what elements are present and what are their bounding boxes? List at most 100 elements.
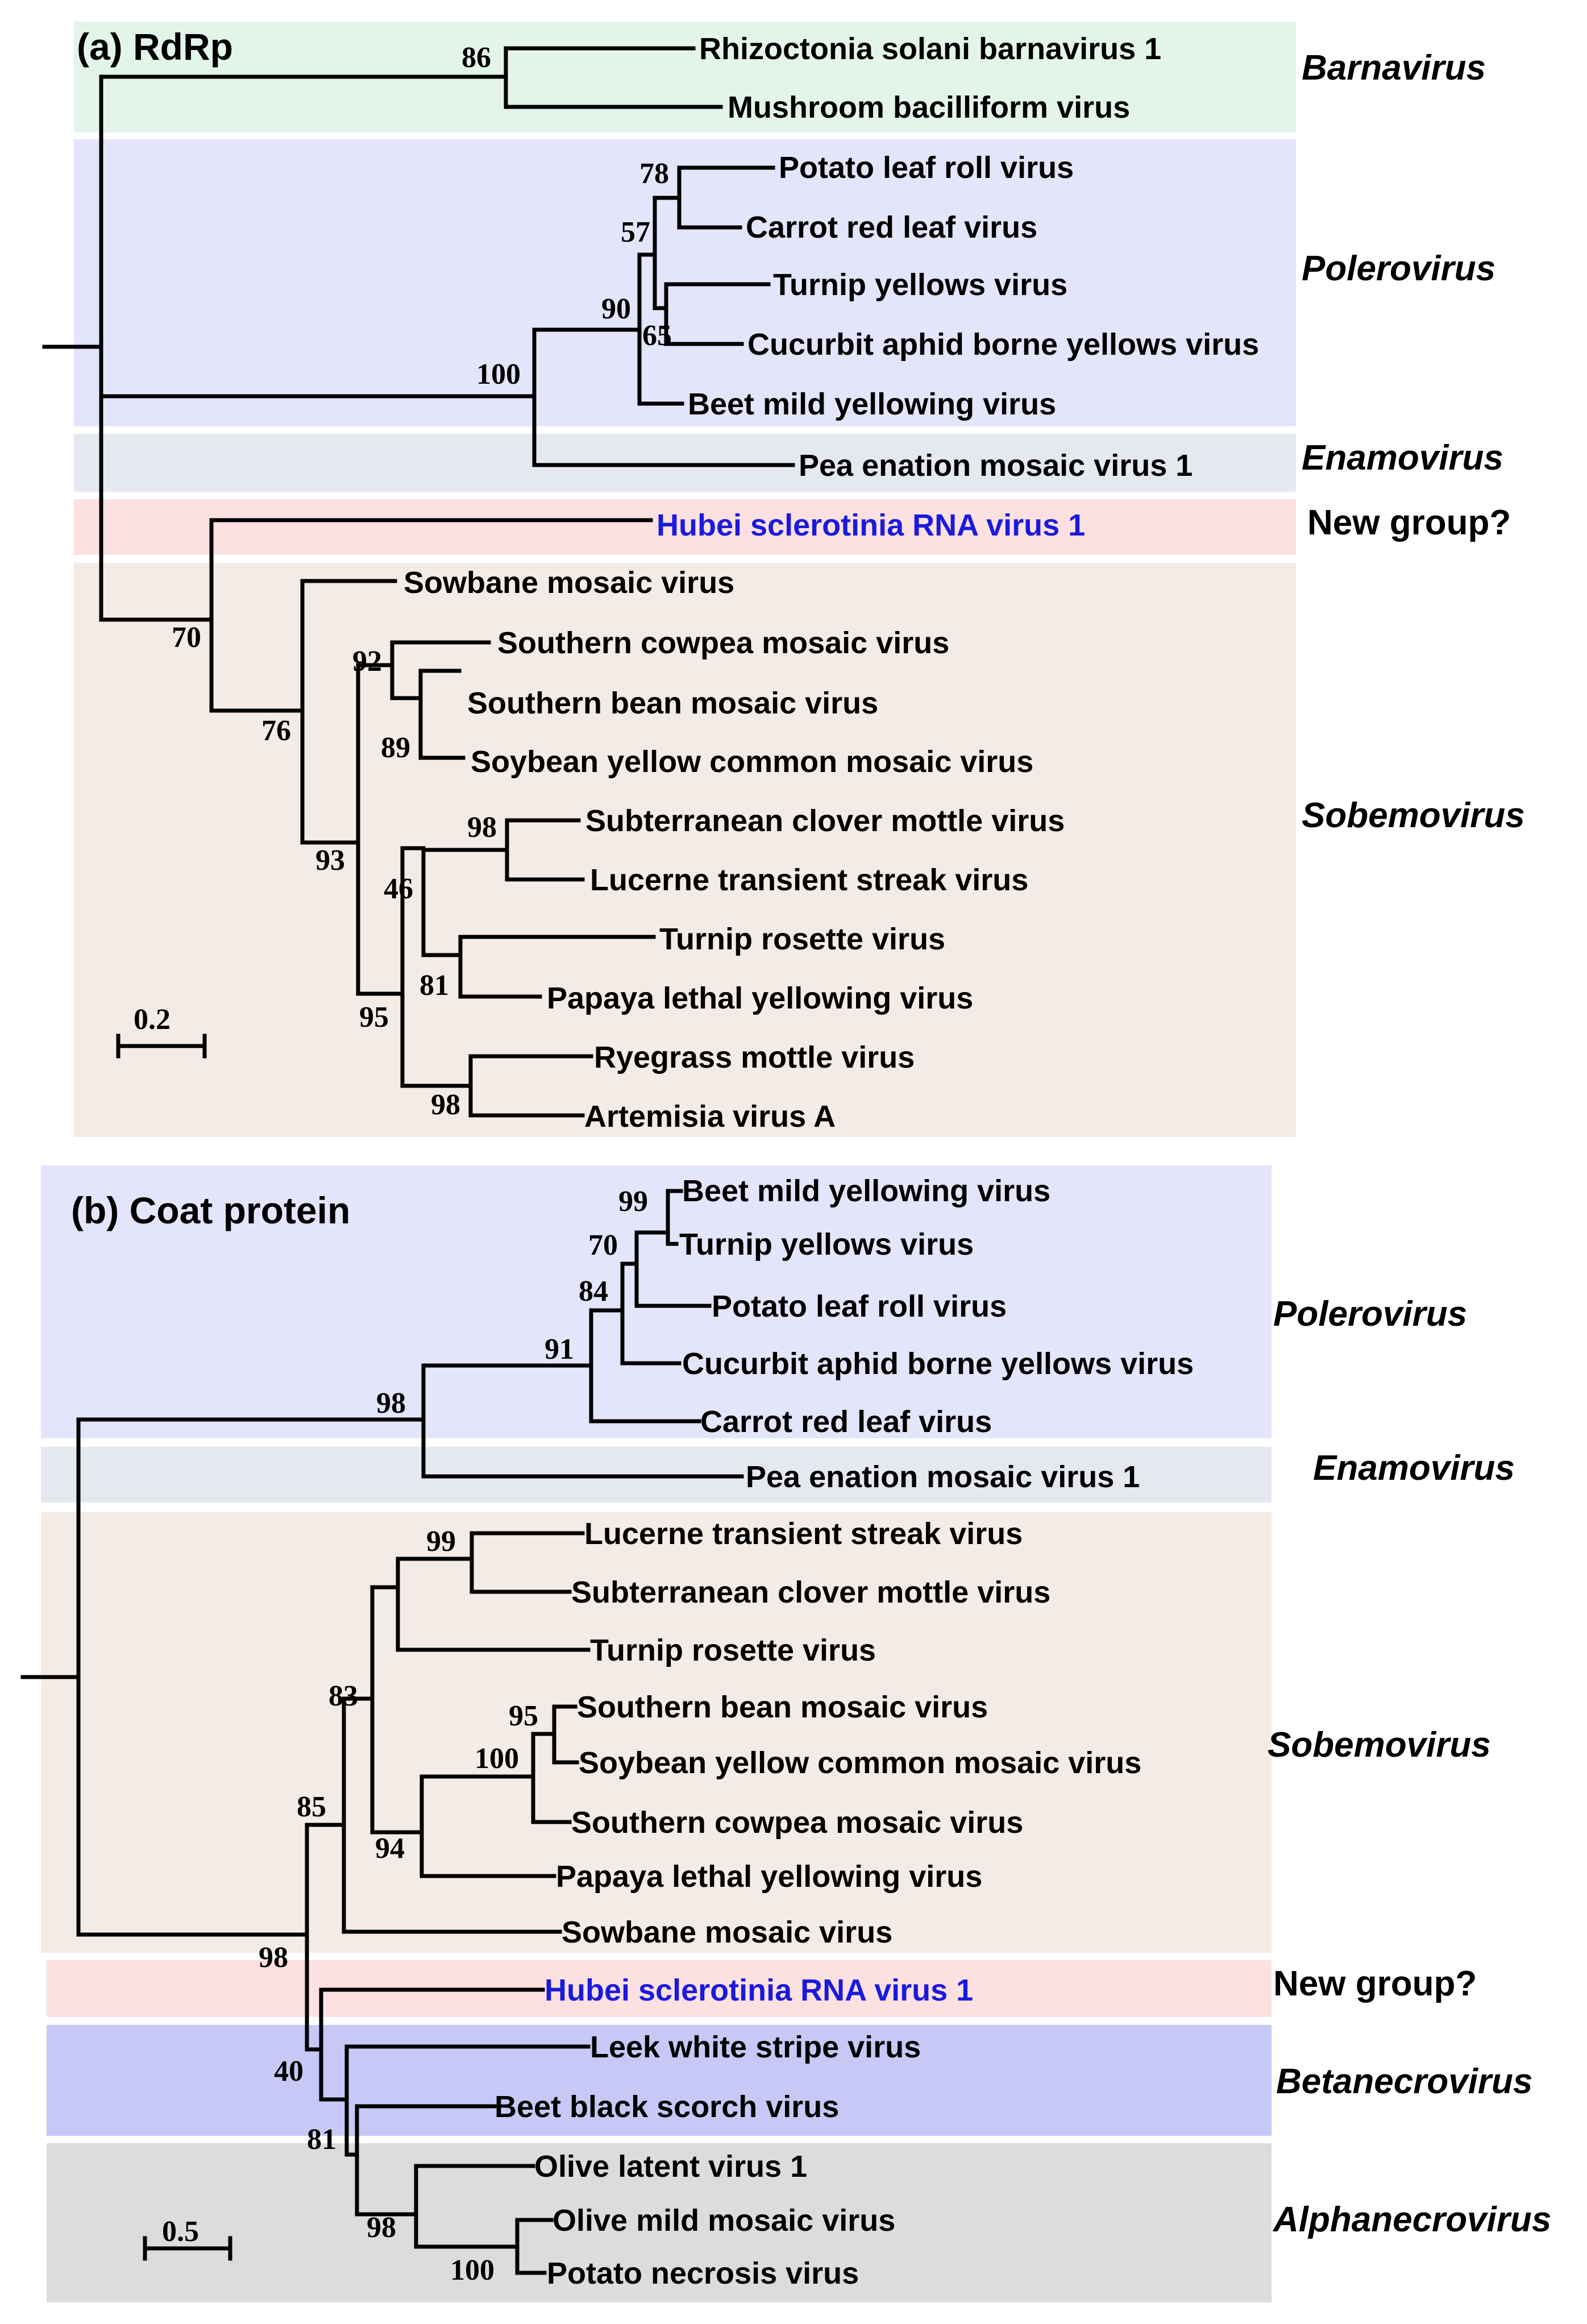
bootstrap-value: 98 [467, 811, 497, 844]
leaf-label: Turnip rosette virus [590, 1633, 876, 1667]
scale-bar-label-a: 0.2 [134, 1003, 171, 1036]
leaves-b: Beet mild yellowing virus Turnip yellows… [495, 1174, 1194, 2290]
bootstrap-value: 40 [274, 2055, 304, 2088]
bootstrap-value: 95 [359, 1001, 389, 1034]
leaf-label: Beet mild yellowing virus [682, 1174, 1050, 1208]
bootstrap-value: 70 [588, 1229, 618, 1261]
leaf-label: Southern cowpea mosaic virus [571, 1806, 1023, 1840]
leaf-label: Cucurbit aphid borne yellows virus [682, 1347, 1194, 1381]
leaf-label: Subterranean clover mottle virus [585, 804, 1065, 838]
leaf-label: Rhizoctonia solani barnavirus 1 [699, 32, 1161, 66]
group-label-polerovirus-b: Polerovirus [1273, 1294, 1467, 1334]
leaf-label: Southern bean mosaic virus [577, 1690, 988, 1724]
band-b-newgroup [47, 1960, 1272, 2017]
leaf-label: Potato leaf roll virus [779, 151, 1074, 185]
bootstrap-value: 94 [375, 1832, 405, 1865]
group-label-enamovirus-b: Enamovirus [1313, 1449, 1515, 1488]
leaf-label: Southern bean mosaic virus [467, 686, 878, 720]
leaf-label: Southern cowpea mosaic virus [497, 626, 949, 660]
group-label-newgroup-b: New group? [1273, 1964, 1477, 2003]
band-a-newgroup [74, 499, 1296, 555]
group-label-sobemovirus: Sobemovirus [1302, 796, 1525, 835]
bootstrap-value: 98 [367, 2211, 396, 2244]
bootstrap-value: 100 [476, 358, 521, 391]
bootstrap-value: 86 [462, 42, 491, 74]
bootstrap-value: 98 [376, 1387, 406, 1420]
bootstrap-value: 100 [450, 2254, 495, 2286]
tree-b-edges [20, 1189, 744, 2275]
group-label-barnavirus: Barnavirus [1302, 48, 1486, 88]
leaf-label: Mushroom bacilliform virus [728, 90, 1130, 125]
group-label-betanecrovirus: Betanecrovirus [1276, 2062, 1532, 2101]
leaf-label: Lucerne transient streak virus [590, 863, 1028, 897]
leaf-label: Soybean yellow common mosaic virus [579, 1746, 1141, 1780]
band-a-sobemovirus [74, 563, 1296, 1137]
band-a-enamovirus [74, 434, 1296, 492]
leaf-label: Sowbane mosaic virus [404, 566, 734, 600]
panel-b-title: (b) Coat protein [71, 1189, 350, 1231]
bootstrap-value: 98 [431, 1089, 460, 1121]
bootstrap-value: 89 [381, 732, 410, 764]
bootstrap-value: 98 [259, 1941, 288, 1974]
band-b-polerovirus [41, 1165, 1272, 1438]
tree-a-edges [42, 46, 795, 1118]
leaf-label: Papaya lethal yellowing virus [547, 981, 973, 1015]
leaf-label: Papaya lethal yellowing virus [556, 1860, 982, 1894]
leaf-label: Artemisia virus A [584, 1099, 836, 1134]
leaf-label: Turnip yellows virus [679, 1227, 974, 1261]
bootstrap-value: 70 [172, 621, 201, 654]
bootstrap-value: 100 [475, 1742, 519, 1775]
leaf-label: Carrot red leaf virus [746, 210, 1037, 244]
leaf-label: Olive latent virus 1 [534, 2149, 807, 2184]
bootstrap-value: 81 [419, 969, 449, 1002]
group-label-polerovirus: Polerovirus [1302, 249, 1495, 288]
bootstrap-value: 57 [621, 216, 650, 248]
leaf-label: Lucerne transient streak virus [584, 1517, 1023, 1551]
leaf-label: Soybean yellow common mosaic virus [471, 745, 1033, 779]
leaf-label: Potato necrosis virus [547, 2256, 859, 2290]
leaf-label: Turnip rosette virus [659, 922, 945, 956]
leaves-a: Rhizoctonia solani barnavirus 1 Mushroom… [404, 32, 1259, 1134]
bootstraps-b: 99 70 84 91 98 99 83 95 100 94 85 98 40 … [259, 1185, 648, 2286]
leaf-label: Sowbane mosaic virus [562, 1915, 892, 1949]
leaf-label: Pea enation mosaic virus 1 [799, 449, 1193, 483]
leaf-label: Beet mild yellowing virus [688, 387, 1056, 421]
panel-a-rdrp: (a) RdRp Rhizoctonia solani barnavirus 1… [42, 22, 1525, 1137]
bootstrap-value: 84 [579, 1275, 608, 1308]
bootstrap-value: 99 [426, 1525, 456, 1558]
bootstrap-value: 85 [297, 1791, 326, 1823]
leaf-label: Leek white stripe virus [590, 2030, 921, 2064]
bootstrap-value: 95 [509, 1700, 538, 1732]
panel-a-title: (a) RdRp [77, 26, 233, 68]
band-b-betanecrovirus [47, 2025, 1272, 2136]
group-label-sobemovirus-b: Sobemovirus [1268, 1725, 1491, 1765]
bootstrap-value: 65 [642, 319, 672, 352]
leaf-label: Turnip yellows virus [773, 268, 1067, 302]
band-b-sobemovirus [41, 1512, 1272, 1953]
scale-bar-label-b: 0.5 [162, 2215, 199, 2248]
bootstrap-value: 92 [352, 645, 382, 678]
bootstrap-value: 46 [384, 873, 413, 905]
bootstrap-value: 83 [329, 1680, 358, 1712]
bootstrap-value: 81 [307, 2123, 336, 2156]
leaf-label: Olive mild mosaic virus [552, 2203, 895, 2238]
leaf-label-highlight: Hubei sclerotinia RNA virus 1 [657, 508, 1085, 542]
leaf-label: Carrot red leaf virus [700, 1405, 992, 1439]
leaf-label: Subterranean clover mottle virus [571, 1575, 1050, 1609]
bootstrap-value: 99 [618, 1185, 648, 1218]
bootstrap-value: 91 [545, 1333, 574, 1366]
leaf-label-highlight: Hubei sclerotinia RNA virus 1 [545, 1973, 973, 2007]
group-label-newgroup: New group? [1307, 503, 1511, 542]
band-b-alphanecrovirus [47, 2143, 1272, 2302]
group-label-alphanecrovirus: Alphanecrovirus [1272, 2200, 1551, 2239]
leaf-label: Beet black scorch virus [495, 2090, 839, 2124]
panel-b-coat-protein: (b) Coat protein Beet mild yellowing vir… [20, 1165, 1551, 2302]
leaf-label: Pea enation mosaic virus 1 [746, 1460, 1140, 1494]
bootstrap-value: 90 [601, 293, 631, 325]
bootstrap-value: 78 [639, 157, 669, 190]
bootstrap-value: 76 [261, 715, 291, 747]
leaf-label: Potato leaf roll virus [712, 1289, 1007, 1323]
leaf-label: Cucurbit aphid borne yellows virus [747, 327, 1259, 362]
group-label-enamovirus: Enamovirus [1302, 438, 1503, 478]
